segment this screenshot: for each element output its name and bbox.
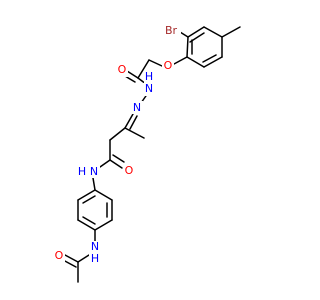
amide-co-bond (109, 159, 123, 169)
imine-ch2-bond (109, 127, 126, 141)
nh-hydrogen-label-bg (144, 72, 154, 83)
amide-oxygen-atom: O (125, 164, 134, 177)
molecule-structure: Br O O H N N O N H N H O (53, 24, 241, 283)
ring-bond-inner (202, 54, 217, 63)
ring-bond (187, 26, 205, 38)
imine-nitrogen-atom: N (133, 101, 141, 114)
ch2-co-bond (137, 59, 150, 79)
ring-bond (203, 26, 223, 38)
h-amide-label-bg (76, 165, 87, 178)
n-amide-label-bg (88, 165, 100, 178)
acetamido-oxygen-atom: O (55, 249, 64, 262)
o-acetamido-label-bg (53, 250, 65, 263)
ring2-bond (94, 219, 113, 231)
atom-label-layer: Br O O H N N O N H N H O (53, 24, 181, 265)
n-imine-label-bg (131, 101, 143, 114)
bromine-atom: Br (165, 24, 178, 37)
ring2-bond-inner (82, 216, 96, 225)
n-co-bond (77, 254, 90, 263)
amide-co-bond-2 (112, 154, 125, 163)
imine-methyl-bond (124, 127, 145, 139)
o-ch2-bond (148, 59, 163, 67)
imine-double-bond-2 (129, 115, 138, 130)
hydrazide-nitrogen-atom: N (145, 82, 153, 95)
bond-layer (62, 26, 241, 283)
ring-bond (186, 36, 189, 58)
amide-cn-bond (99, 159, 111, 168)
ether-oxygen-atom: O (164, 59, 173, 72)
o-ether-label-bg (162, 60, 174, 73)
acetamido-nitrogen-atom: N (91, 240, 99, 253)
ring2-bond (94, 189, 113, 201)
ring2-bond (77, 189, 96, 201)
o-hydrazide-label-bg (116, 64, 128, 77)
ring-bond (203, 56, 223, 68)
o-amide-label-bg (123, 165, 135, 178)
acetamido-co-bond (64, 254, 79, 263)
ring2-bond-inner (82, 195, 96, 204)
n-hydrazide-label-bg (143, 83, 155, 96)
hydrazide-hydrogen-atom: H (145, 70, 153, 83)
amide-hydrogen-atom: H (78, 165, 86, 178)
hydrazide-oxygen-atom: O (118, 63, 127, 76)
imine-double-bond (124, 113, 134, 129)
amide-nitrogen-atom: N (90, 165, 98, 178)
c-br-bond (179, 31, 189, 38)
ring-bond (186, 56, 205, 68)
c-o-bond (173, 56, 188, 65)
acetamido-hydrogen-atom: H (91, 252, 99, 265)
h-acetamido-label-bg (89, 253, 101, 265)
co-double-bond (126, 70, 139, 79)
ring2-bond (77, 219, 96, 231)
methyl-bond (221, 26, 241, 38)
n-acetamido-label-bg (89, 241, 101, 254)
acetamido-co-bond-2 (62, 259, 77, 268)
n-ring-bond (92, 177, 96, 191)
br-label-bg (161, 24, 181, 38)
